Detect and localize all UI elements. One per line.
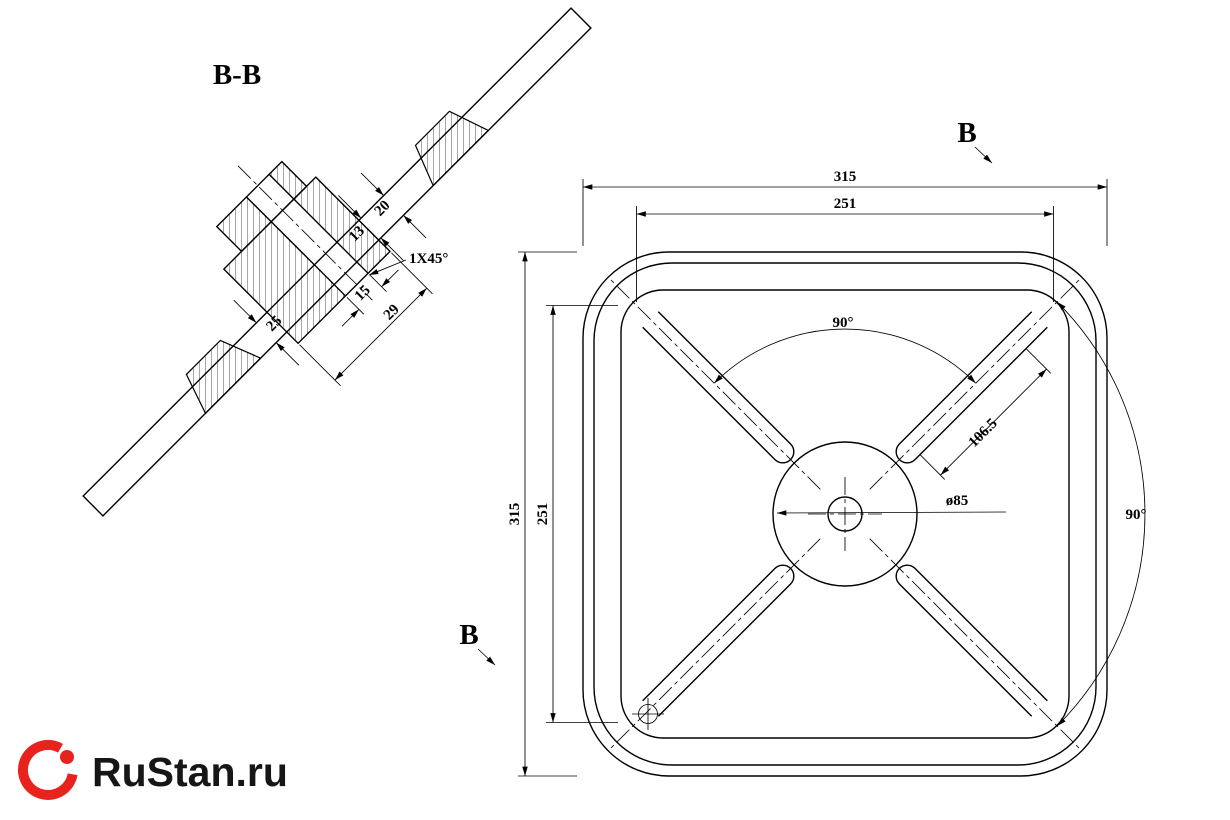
angle90-right-arc <box>1056 301 1146 727</box>
dim29-ext-right <box>391 252 433 295</box>
section-cut-markers: B B <box>459 117 993 666</box>
chamfer-note: 1X45° <box>409 251 448 267</box>
dim-29: 29 <box>381 302 403 324</box>
section-letter-bottom: B <box>459 619 478 651</box>
dim13-arrow-bottom <box>380 237 404 261</box>
rustan-logo: RuStan.ru <box>17 739 288 800</box>
dim29-line <box>334 287 428 381</box>
dim-251-left: 251 <box>535 503 551 526</box>
centerline-lr <box>869 538 1083 752</box>
rim-mid-contour <box>593 262 1097 766</box>
spoke-section-right <box>414 110 490 187</box>
section-view-label: B-B <box>213 59 261 91</box>
dim106-line <box>940 368 1047 476</box>
spoke-section-left <box>185 339 262 415</box>
angle-90-right: 90° <box>1126 507 1147 523</box>
rim-outer-contour <box>582 251 1108 777</box>
logo-dot-icon <box>60 750 74 764</box>
hub-boss-outline <box>215 160 308 253</box>
dim106-ext-outer <box>1025 348 1052 374</box>
section-arrow-top <box>974 146 993 164</box>
dim-251-top: 251 <box>834 196 857 212</box>
rim-bar-outline <box>82 7 592 517</box>
dim25-arrow-bottom <box>275 342 300 366</box>
hub-wall-left-hatch <box>223 221 346 344</box>
section-arrow-bottom <box>477 648 496 666</box>
dim13-arrow-top <box>338 195 362 219</box>
dim20-arrow-top <box>360 172 384 196</box>
dim-315-left: 315 <box>507 503 523 526</box>
dia85-leader <box>776 510 1007 516</box>
dim15-arrow-left <box>341 309 360 327</box>
angle90-top-arc <box>713 328 977 384</box>
dim-106-5: 106.5 <box>966 416 1001 451</box>
logo-ring-icon <box>17 739 78 800</box>
dim29-ext-left <box>299 344 341 387</box>
bore-edge-left <box>245 196 346 297</box>
dim-315-top: 315 <box>834 169 857 185</box>
hub-wall-right-hatch <box>293 177 391 274</box>
dim20-arrow-bottom <box>403 215 427 239</box>
angle-90-top: 90° <box>833 315 854 331</box>
plan-dimensions: 315 251 315 251 90° 90° 106.5 ø85 <box>507 169 1147 777</box>
chamfer-leader <box>368 259 407 276</box>
hub-axis-centerline <box>237 165 373 301</box>
section-letter-top: B <box>957 117 976 149</box>
bore-circle <box>827 496 863 532</box>
logo-text: RuStan.ru <box>92 749 288 795</box>
plan-view <box>582 251 1108 777</box>
hub-circle <box>772 441 918 587</box>
bore-edge-right <box>268 173 369 274</box>
boss-wall-left-hatch <box>216 196 272 252</box>
dim106-ext-inner <box>919 454 946 480</box>
rim-inner-contour <box>620 289 1070 739</box>
dim25-arrow-top <box>233 299 257 324</box>
dim15-arrow-right <box>381 269 399 288</box>
dim-dia-85: ø85 <box>946 493 969 509</box>
section-view: 20 13 25 15 29 <box>82 7 592 517</box>
boss-wall-right-hatch <box>269 161 307 200</box>
dim15-ext-right <box>369 274 387 292</box>
rustan-logo-icon <box>17 739 78 800</box>
